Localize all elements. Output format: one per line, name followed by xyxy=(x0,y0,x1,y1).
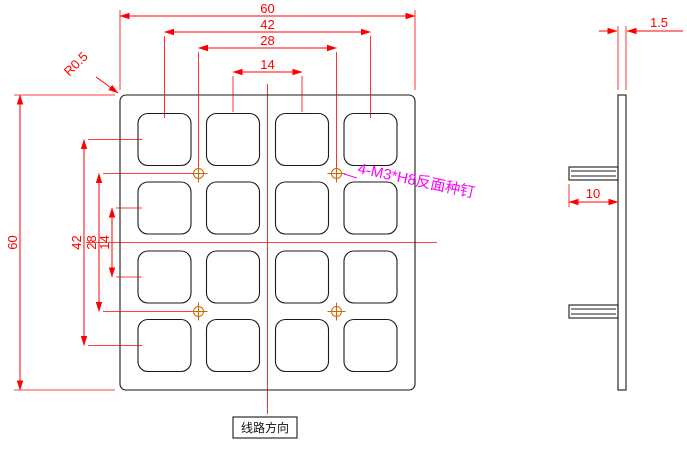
keypad-button xyxy=(274,250,330,304)
radius-callout: R0.5 xyxy=(61,49,119,94)
mounting-hole xyxy=(327,164,346,183)
keypad-button xyxy=(343,318,398,373)
keypad-button xyxy=(205,181,261,235)
dimension-top-28: 28 xyxy=(198,33,337,166)
keypad-button xyxy=(205,318,261,373)
direction-label: 线路方向 xyxy=(241,420,289,435)
dimension-left-14: 14 xyxy=(97,207,142,278)
keypad-button xyxy=(343,112,398,167)
mounting-hole xyxy=(327,302,346,321)
dimension-value: 28 xyxy=(260,33,274,48)
front-view xyxy=(119,94,416,391)
annotation-text: 4-M3*H8反面种钉 xyxy=(356,160,476,201)
dimension-left-42: 42 xyxy=(69,139,142,346)
keypad-button xyxy=(274,318,330,373)
dimension-value: 10 xyxy=(586,186,600,201)
dimension-value: 14 xyxy=(260,57,274,72)
keypad-button xyxy=(274,112,330,167)
keypad-button xyxy=(137,112,192,167)
dimension-value: 1.5 xyxy=(650,15,668,30)
stud-outline xyxy=(568,166,619,181)
direction-label-box: 线路方向 xyxy=(232,416,298,439)
dimension-thickness: 1.5 xyxy=(599,15,683,90)
stud-outline xyxy=(568,304,619,319)
dimension-value: 42 xyxy=(260,17,274,32)
mounting-hole xyxy=(189,302,208,321)
stud-bottom xyxy=(568,304,619,319)
mounting-holes xyxy=(189,164,346,321)
stud-annotation: 4-M3*H8反面种钉 xyxy=(343,160,476,202)
dimension-value: 14 xyxy=(97,235,112,249)
dimension-stud-length: 10 xyxy=(568,184,619,207)
centerlines xyxy=(86,84,437,414)
dimension-value: 42 xyxy=(69,235,84,249)
stud-top xyxy=(568,166,619,181)
keypad-button xyxy=(343,250,398,304)
plate-outline xyxy=(119,94,416,391)
radius-leader-line xyxy=(95,76,119,94)
dimension-left-28: 28 xyxy=(84,173,190,312)
direction-box-outline xyxy=(232,416,298,439)
side-view xyxy=(568,94,627,391)
keypad-button xyxy=(205,250,261,304)
keypad-button xyxy=(137,250,192,304)
plate-edge-outline xyxy=(617,94,627,391)
dimension-left-60: 60 xyxy=(5,94,115,391)
dimension-top-42: 42 xyxy=(164,17,371,118)
keypad-button xyxy=(137,318,192,373)
keypad-buttons xyxy=(137,112,398,373)
dimension-top-14: 14 xyxy=(232,57,303,112)
dimension-value: 28 xyxy=(84,235,99,249)
dimension-value: 60 xyxy=(260,1,274,16)
keypad-button xyxy=(137,181,192,235)
dimension-top-60: 60 xyxy=(119,1,416,90)
keypad-button xyxy=(205,112,261,167)
keypad-button xyxy=(343,181,398,235)
radius-label: R0.5 xyxy=(61,49,91,79)
dimension-value: 60 xyxy=(5,235,20,249)
mounting-hole xyxy=(189,164,208,183)
keypad-button xyxy=(274,181,330,235)
annotation-leader-line xyxy=(343,173,358,179)
